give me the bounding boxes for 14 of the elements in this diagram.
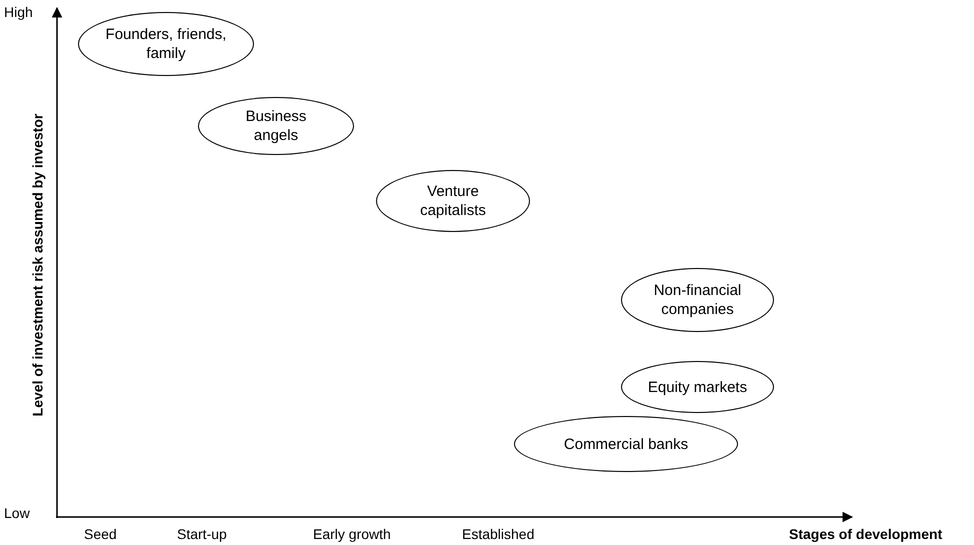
x-axis-title: Stages of development <box>789 526 942 542</box>
investor-label: Founders, friends, family <box>104 25 228 63</box>
y-tick-label: Low <box>4 505 30 521</box>
x-category-label: Early growth <box>313 526 391 542</box>
investor-label: Venture capitalists <box>419 182 487 220</box>
investor-label: Non-financial companies <box>652 281 742 319</box>
x-category-label: Start-up <box>177 526 227 542</box>
x-category-label: Established <box>462 526 534 542</box>
investor-label: Business angels <box>244 107 308 145</box>
x-category-label: Seed <box>84 526 117 542</box>
investor-label: Equity markets <box>646 378 748 396</box>
investor-label: Commercial banks <box>562 434 690 454</box>
y-axis-title: Level of investment risk assumed by investor <box>28 114 45 416</box>
y-tick-label: High <box>4 4 33 20</box>
